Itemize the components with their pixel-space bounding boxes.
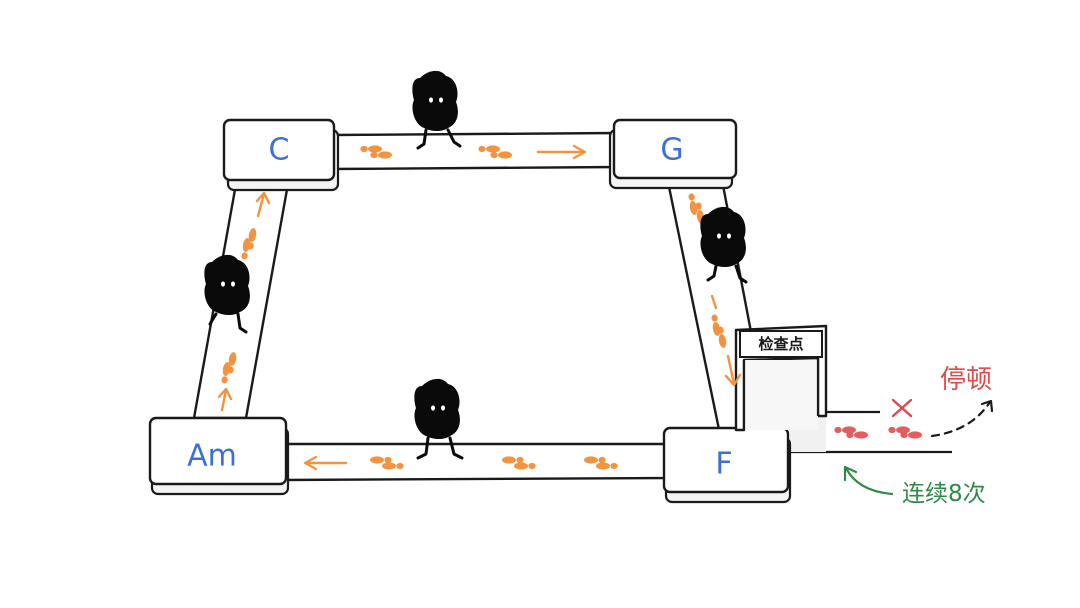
node-g: G: [608, 118, 738, 190]
node-g-label: G: [660, 133, 683, 168]
node-am: Am: [148, 416, 290, 496]
walker-figure-top: [412, 70, 462, 150]
walker-figure-bottom: [414, 378, 464, 460]
checkpoint-gate: 检查点: [734, 324, 828, 432]
curved-arrow-icon: [930, 399, 994, 438]
footprint-icon: [834, 426, 868, 439]
node-f-label: F: [715, 447, 732, 482]
node-am-label: Am: [187, 439, 237, 474]
footprints-exit: [834, 426, 922, 439]
repeat-label: 连续8次: [902, 481, 986, 507]
left-arrow-icon: [303, 455, 348, 471]
cross-icon: [891, 398, 913, 418]
checkpoint-label: 检查点: [758, 335, 803, 353]
node-c: C: [222, 118, 340, 192]
walker-figure-right: [700, 206, 748, 284]
right-arrow-icon: [536, 144, 587, 160]
node-c-label: C: [269, 133, 290, 168]
walker-figure-left: [204, 254, 250, 334]
up-arrow-icon: [217, 191, 271, 412]
pause-label: 停顿: [940, 365, 992, 395]
down-arrow-icon: [710, 294, 742, 387]
footprint-icon: [888, 426, 922, 439]
curved-arrow-icon: [843, 465, 894, 496]
node-f: F: [662, 426, 792, 504]
